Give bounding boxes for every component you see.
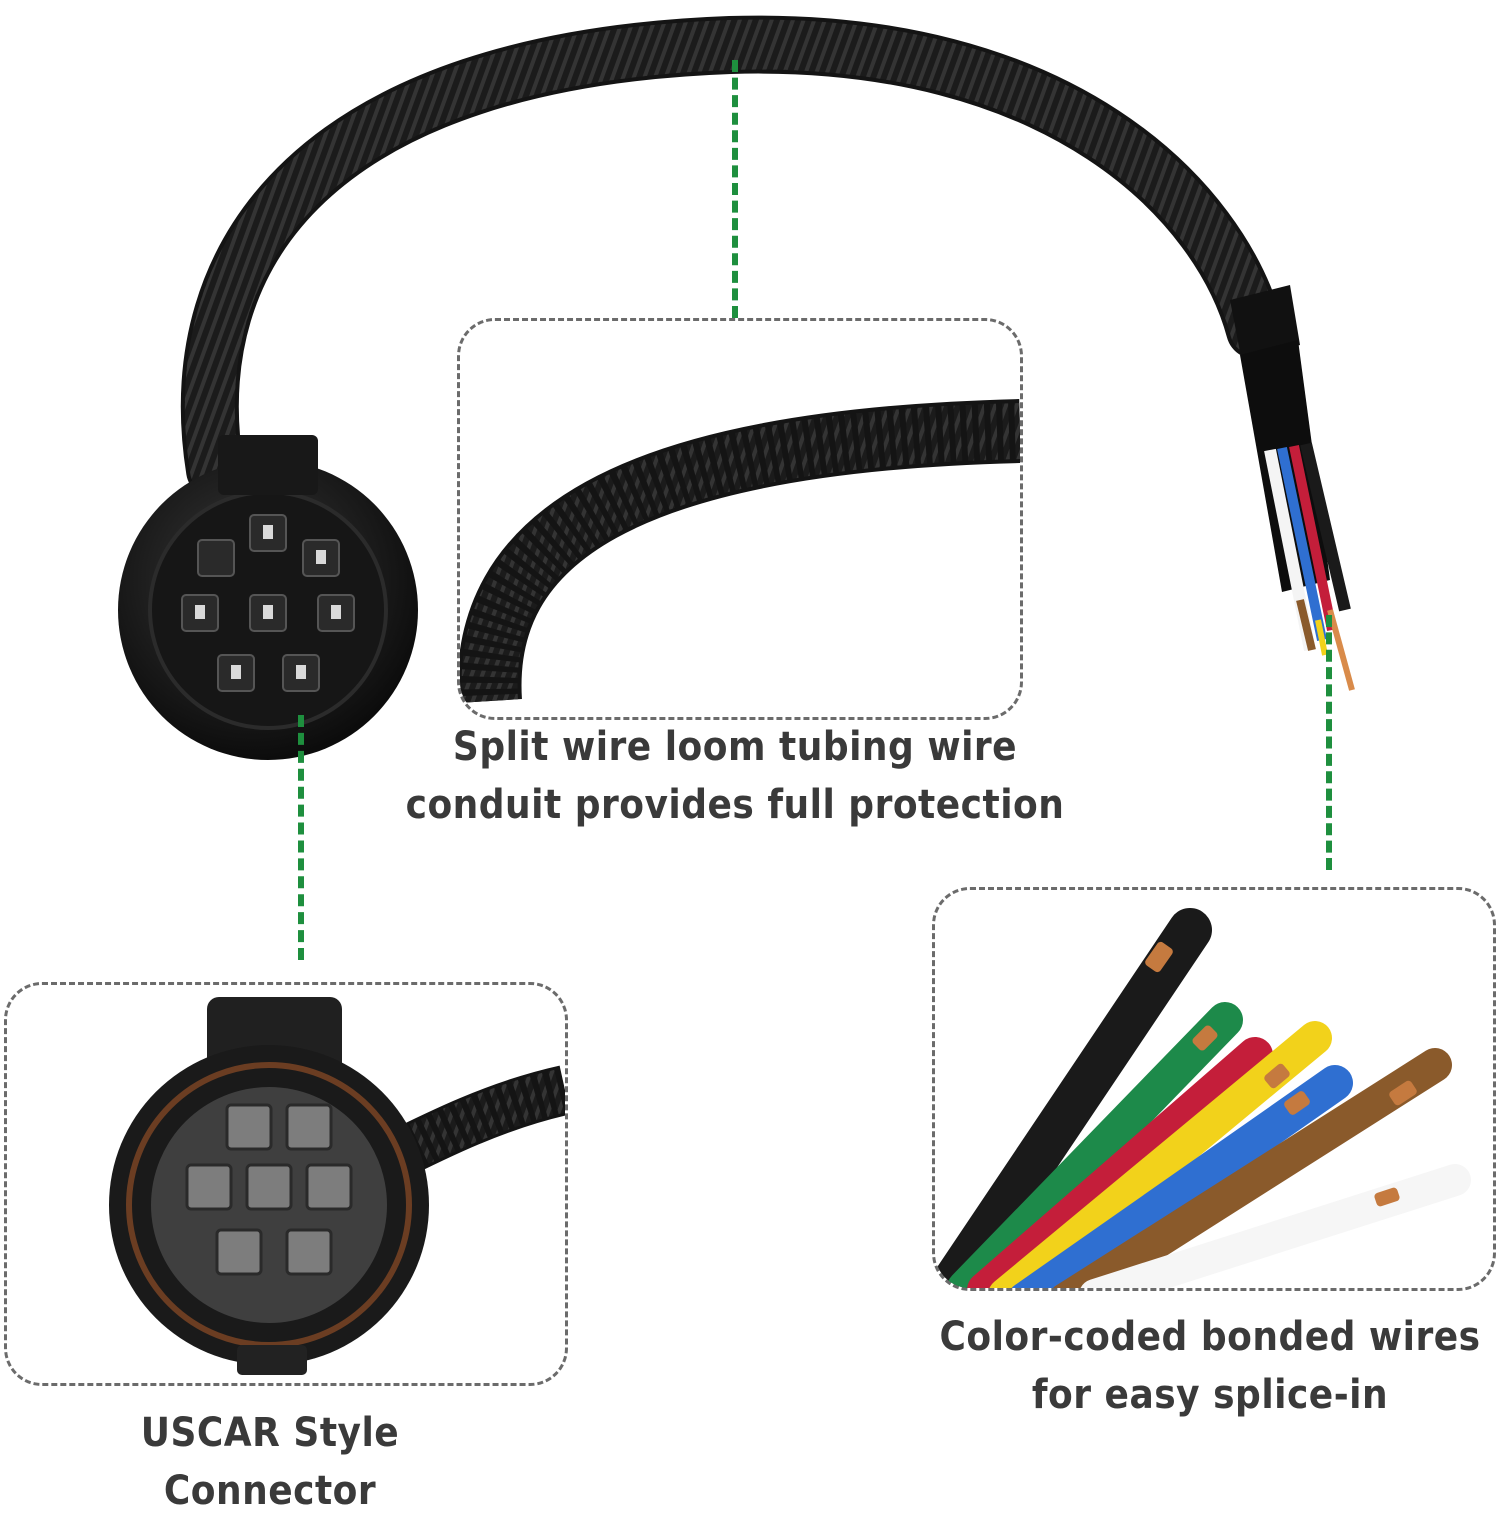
uscar-plug	[118, 435, 418, 760]
wires-caption: Color-coded bonded wires for easy splice…	[920, 1308, 1500, 1424]
heat-shrink-sleeve	[1230, 285, 1300, 362]
wire-red	[967, 1037, 1273, 1288]
wire-blue	[1011, 1065, 1353, 1288]
leader-line-connector	[298, 715, 304, 960]
loom-caption-line1: Split wire loom tubing wire	[452, 724, 1018, 770]
bare-wire-ends	[1264, 442, 1355, 691]
wire-harness-illustration	[118, 15, 1355, 760]
leader-line-loom	[732, 60, 738, 318]
connector-detail-box	[4, 982, 568, 1386]
product-infographic: Split wire loom tubing wire conduit prov…	[4, 15, 1500, 1514]
wires-detail-box	[932, 887, 1496, 1291]
loom-detail-box	[457, 318, 1023, 720]
wire-green	[947, 1002, 1243, 1288]
wires-caption-line2: for easy splice-in	[1031, 1372, 1389, 1418]
wire-brown	[1052, 1048, 1452, 1288]
wire-yellow	[989, 1021, 1332, 1288]
connector-detail-image	[109, 997, 565, 1375]
leader-line-wires	[1326, 615, 1332, 870]
loom-detail-image	[460, 399, 1020, 703]
connector-caption: USCAR Style Connector	[140, 1410, 400, 1514]
wire-black	[935, 908, 1212, 1288]
wires-caption-line1: Color-coded bonded wires	[939, 1314, 1481, 1360]
loom-caption: Split wire loom tubing wire conduit prov…	[400, 718, 1070, 834]
loom-caption-line2: conduit provides full protection	[405, 782, 1065, 828]
wires-detail-image	[935, 908, 1471, 1288]
